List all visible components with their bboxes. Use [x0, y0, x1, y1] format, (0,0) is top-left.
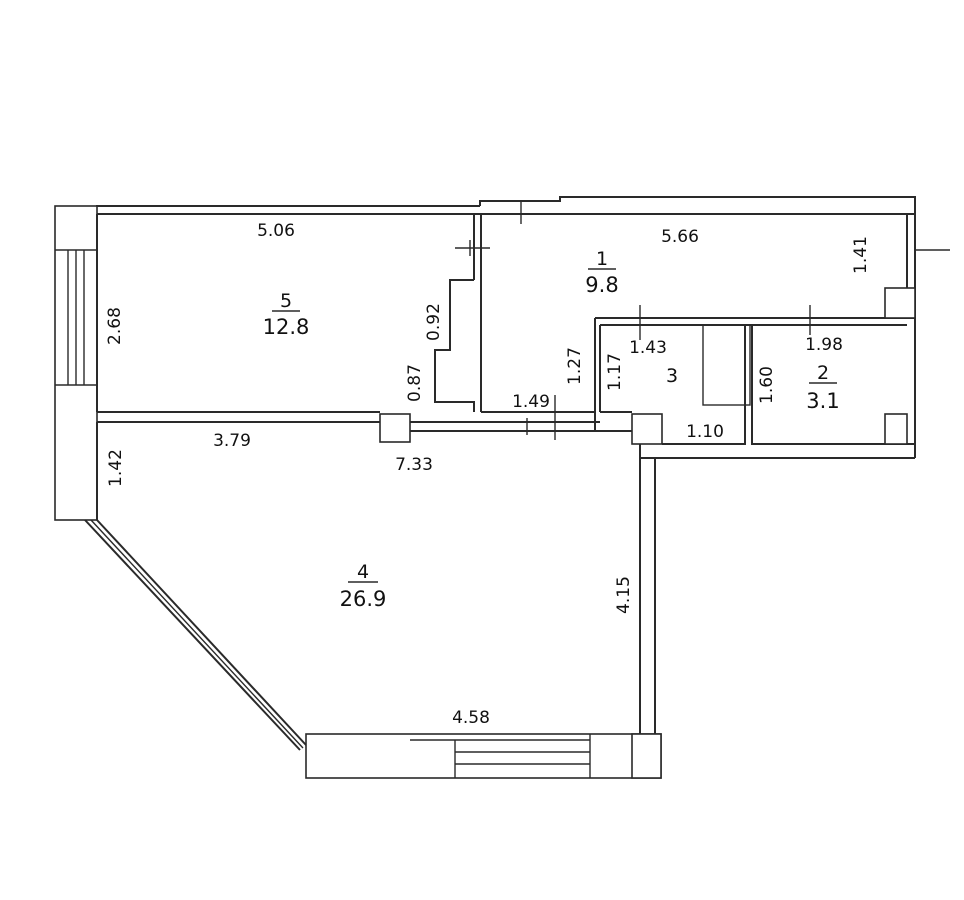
dim-1-49: 1.49 — [512, 392, 550, 412]
dimension-labels: 5.06 5.66 1.41 2.68 0.92 0.87 1.27 1.43 … — [105, 221, 871, 728]
room-1-number: 1 — [596, 248, 608, 270]
dim-5-66: 5.66 — [661, 227, 699, 247]
room-1-area: 9.8 — [585, 273, 618, 297]
dim-1-10: 1.10 — [686, 422, 724, 442]
dim-4-15: 4.15 — [614, 576, 634, 614]
room-5-area: 12.8 — [263, 315, 310, 339]
walls — [54, 196, 950, 779]
dim-1-60: 1.60 — [757, 366, 777, 404]
room-3-number: 3 — [666, 365, 678, 387]
dim-1-98: 1.98 — [805, 335, 843, 355]
dim-5-06: 5.06 — [257, 221, 295, 241]
room-4-number: 4 — [357, 561, 369, 583]
room-5-number: 5 — [280, 290, 292, 312]
dim-1-27: 1.27 — [565, 347, 585, 385]
dim-1-41: 1.41 — [851, 236, 871, 274]
room-4-area: 26.9 — [340, 587, 387, 611]
room-2-area: 3.1 — [806, 389, 839, 413]
dim-4-58: 4.58 — [452, 708, 490, 728]
dim-7-33: 7.33 — [395, 455, 433, 475]
room-2-number: 2 — [817, 362, 829, 384]
dim-3-79: 3.79 — [213, 431, 251, 451]
dim-2-68: 2.68 — [105, 307, 125, 345]
dim-1-43: 1.43 — [629, 338, 667, 358]
dim-1-42: 1.42 — [106, 449, 126, 487]
room-labels: 5 12.8 1 9.8 3 2 3.1 4 26.9 — [263, 248, 840, 611]
dim-1-17: 1.17 — [605, 353, 625, 391]
dim-0-92: 0.92 — [424, 303, 444, 341]
dim-0-87: 0.87 — [405, 364, 425, 402]
